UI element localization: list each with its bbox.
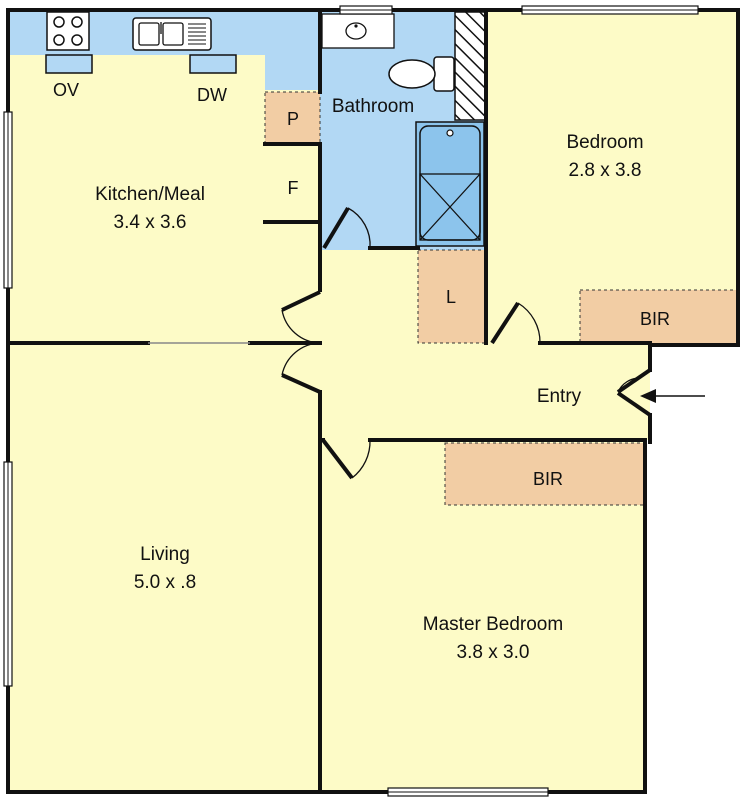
oven-label: OV — [53, 80, 79, 100]
kitchen-size: 3.4 x 3.6 — [114, 212, 187, 233]
sink-icon — [132, 17, 212, 51]
bedroom-size: 2.8 x 3.8 — [569, 160, 642, 181]
oven-unit — [45, 54, 93, 74]
bedroom-name: Bedroom — [566, 132, 643, 153]
dishwasher-unit — [189, 54, 237, 74]
bathroom-name: Bathroom — [332, 96, 414, 117]
master-name: Master Bedroom — [423, 614, 563, 635]
windows — [3, 5, 699, 797]
labels: OV DW P F L BIR BIR Kitchen/Meal 3.4 x 3… — [53, 80, 670, 663]
pantry-block — [264, 91, 321, 145]
dishwasher-label: DW — [197, 85, 227, 105]
bir-bedroom-label: BIR — [640, 309, 670, 329]
bir-bedroom-block — [579, 289, 739, 345]
cooktop-icon — [46, 11, 90, 51]
linen-label: L — [446, 287, 456, 307]
kitchen-name: Kitchen/Meal — [95, 184, 205, 205]
bir-master-label: BIR — [533, 469, 563, 489]
entry-name: Entry — [537, 386, 582, 407]
bir-master-block — [444, 442, 646, 506]
living-name: Living — [140, 544, 190, 565]
pantry-label: P — [287, 109, 299, 129]
fridge-label: F — [288, 178, 299, 198]
master-size: 3.8 x 3.0 — [457, 642, 530, 663]
basin-icon — [321, 13, 395, 49]
living-size: 5.0 x .8 — [134, 572, 196, 593]
linen-block — [417, 249, 487, 344]
entry-arrow-icon — [640, 389, 705, 403]
toilet-icon — [388, 56, 455, 92]
storage — [264, 91, 739, 506]
duct-hatch — [454, 11, 486, 121]
kitchen-fixtures — [45, 11, 237, 74]
shower-icon — [415, 121, 485, 247]
floor-main — [8, 10, 650, 792]
floor-bedroom — [486, 10, 738, 345]
doors — [281, 206, 652, 480]
